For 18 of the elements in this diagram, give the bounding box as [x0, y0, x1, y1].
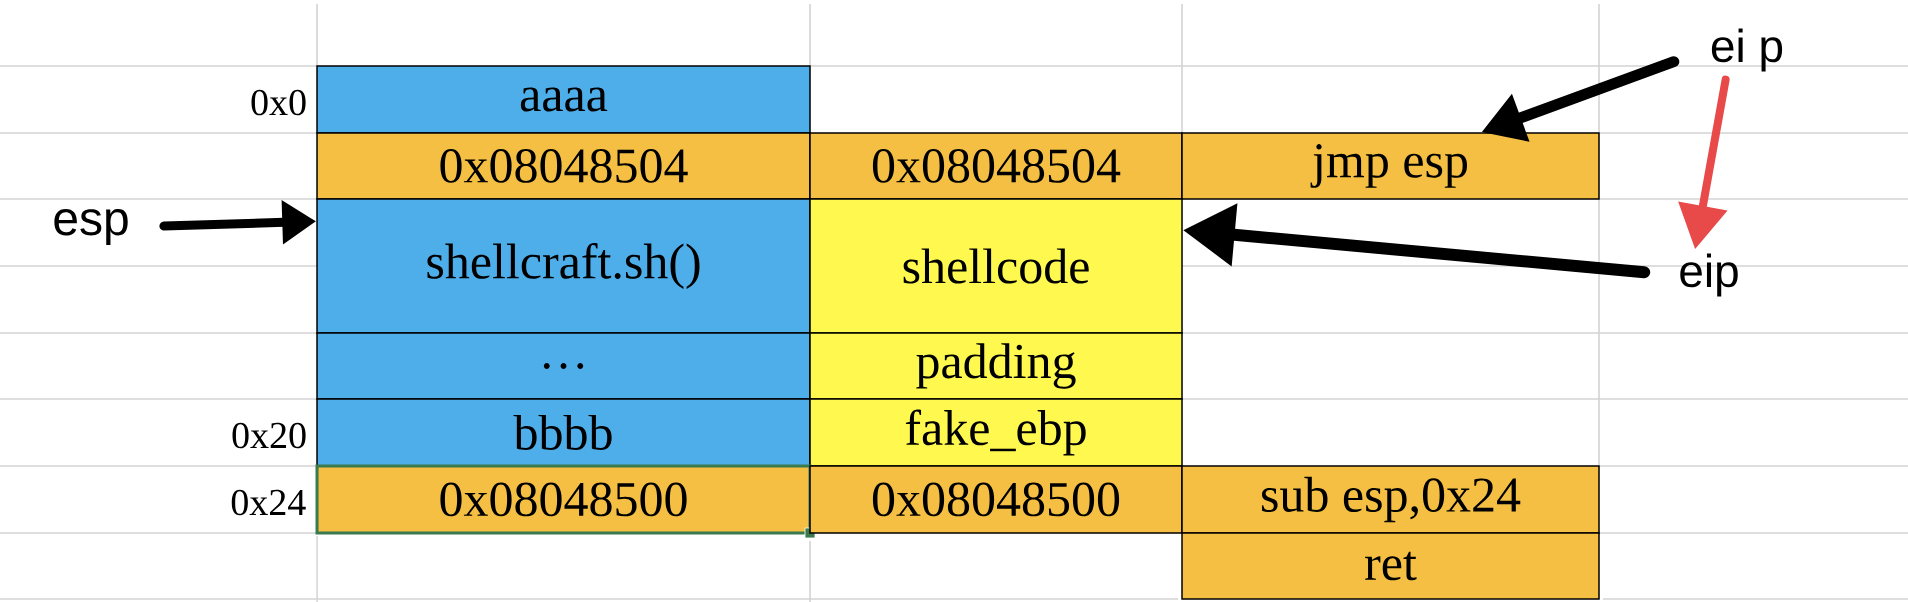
stack-cell: sub esp,0x24 [1181, 465, 1600, 534]
stack-cell: bbbb [316, 398, 811, 467]
stack-cell: padding [809, 332, 1183, 400]
offset-label: 0x0 [251, 89, 306, 116]
stack-cell: … [316, 332, 811, 400]
stack-cell: 0x08048504 [316, 132, 811, 200]
offset-label: 0x20 [232, 422, 306, 449]
stack-cell: jmp esp [1181, 132, 1600, 200]
stack-cell: 0x08048500 [809, 465, 1183, 534]
stack-cell: 0x08048504 [809, 132, 1183, 200]
pointer-label: eip [1680, 253, 1738, 297]
stack-cell: 0x08048500 [315, 464, 812, 535]
stack-cell: fake_ebp [809, 398, 1183, 467]
stack-cell: ret [1181, 532, 1600, 600]
offset-label: 0x24 [231, 489, 306, 516]
stack-cell: aaaa [316, 65, 811, 134]
pointer-label: ei p [1711, 28, 1783, 72]
pointer-label: esp [54, 209, 128, 245]
